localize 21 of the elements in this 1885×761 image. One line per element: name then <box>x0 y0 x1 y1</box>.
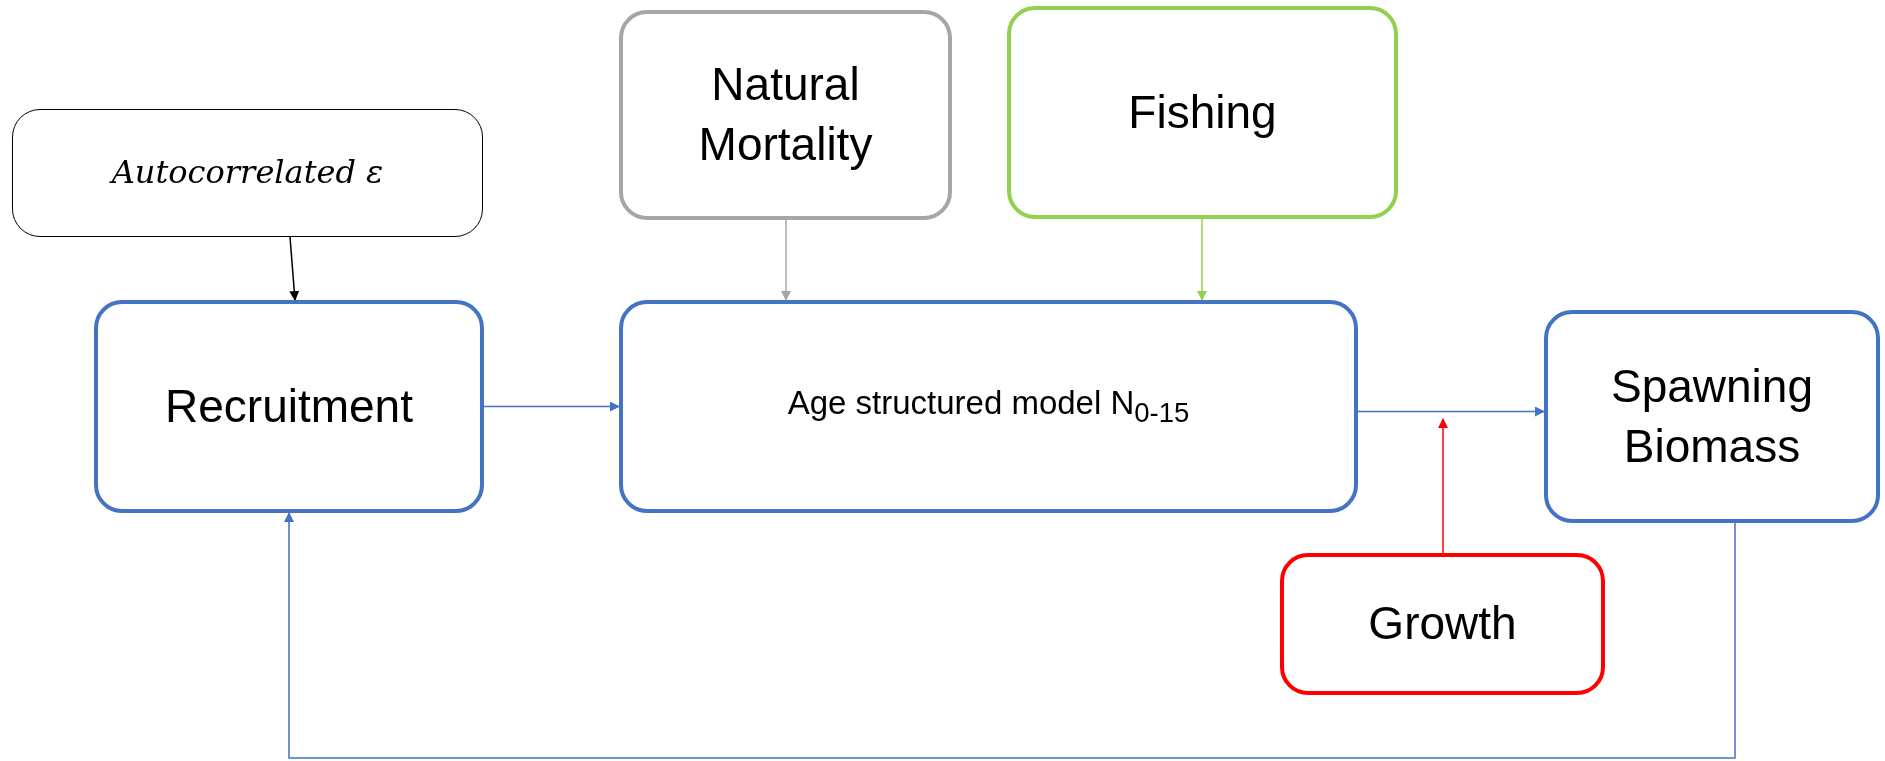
box-label: Growth <box>1368 596 1517 652</box>
process-box <box>12 109 483 237</box>
process-box <box>94 300 484 513</box>
process-box <box>1544 310 1880 523</box>
box-label: Age structured model N$_{0-15}$ <box>787 383 1190 430</box>
arrow <box>284 512 1736 759</box>
arrow <box>1438 418 1448 554</box>
process-box <box>1280 553 1605 695</box>
arrow <box>483 401 620 412</box>
process-box <box>619 300 1358 513</box>
arrow <box>289 236 300 301</box>
box-label: Fishing <box>1128 84 1277 140</box>
arrow <box>1197 218 1207 301</box>
arrow <box>1357 406 1545 417</box>
box-label: Recruitment <box>165 378 413 434</box>
process-box <box>619 10 952 220</box>
arrow <box>781 219 791 301</box>
process-box <box>1007 6 1398 219</box>
box-label: Spawning Biomass <box>1609 358 1814 474</box>
box-label: Natural Mortality <box>697 57 874 172</box>
box-label: Autocorrelated ε <box>111 152 384 194</box>
